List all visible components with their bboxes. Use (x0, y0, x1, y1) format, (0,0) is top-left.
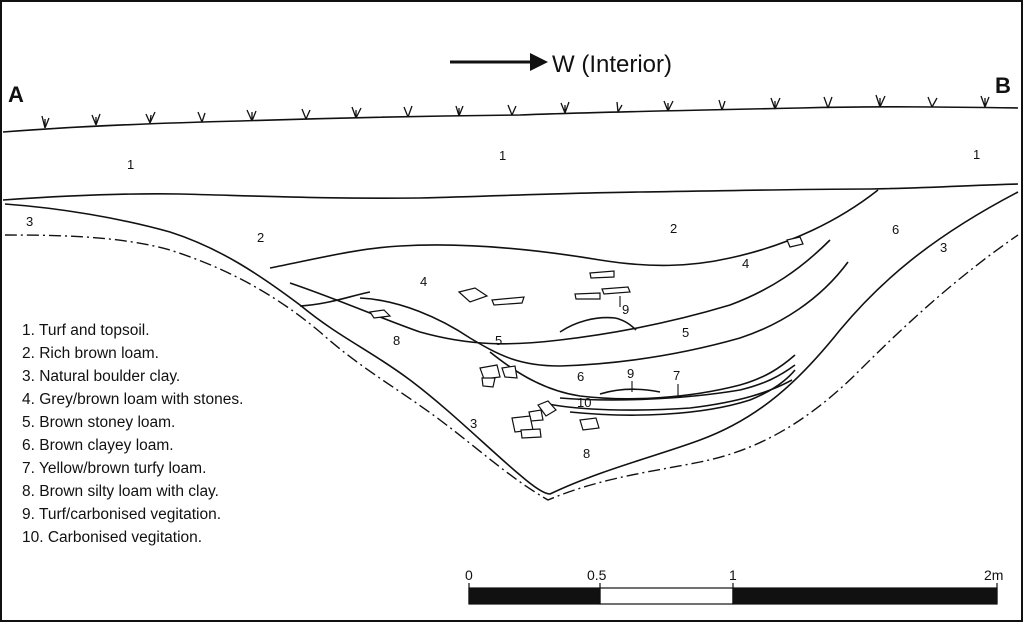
natural-clay-boundary (4, 234, 1019, 501)
legend-item: 2. Rich brown loam. (22, 345, 159, 362)
corner-label-b: B (995, 73, 1011, 98)
layer-4-base (289, 239, 831, 345)
legend-item: 6. Brown clayey loam. (22, 437, 174, 454)
scale-segment (732, 587, 998, 605)
layer-label-top-mid: 1 (499, 148, 506, 163)
legend-item: 1. Turf and topsoil. (22, 322, 150, 339)
layer-8-left-top (299, 291, 371, 307)
layer-7-base (559, 364, 796, 401)
scale-bar: 0 0.5 1 2m (465, 567, 1003, 605)
scale-tick-label: 0.5 (587, 567, 607, 583)
legend-item: 9. Turf/carbonised vegitation. (22, 506, 221, 523)
layer-label-l5-left: 5 (495, 333, 502, 348)
corner-label-a: A (8, 82, 24, 107)
scale-segment (468, 587, 601, 605)
layer-label-l10: 10 (577, 395, 591, 410)
layer-label-l5-right: 5 (682, 325, 689, 340)
direction-label: W (Interior) (552, 51, 672, 78)
cut-edge (4, 191, 1019, 495)
legend: 1. Turf and topsoil. 2. Rich brown loam.… (22, 322, 243, 546)
layer-9-lower-lens (599, 388, 661, 395)
layer-9-upper-lens (559, 316, 637, 333)
layer-label-l4-left: 4 (420, 274, 427, 289)
legend-item: 7. Yellow/brown turfy loam. (22, 460, 206, 477)
right-arrow-icon (450, 53, 548, 71)
layer-label-l3-right: 3 (940, 240, 947, 255)
legend-item: 4. Grey/brown loam with stones. (22, 391, 243, 408)
layer-label-l3-bottom: 3 (470, 416, 477, 431)
layer-label-l2-left: 2 (257, 230, 264, 245)
stones (368, 236, 804, 439)
layer-label-l3-topleft: 3 (26, 214, 33, 229)
legend-item: 3. Natural boulder clay. (22, 368, 180, 385)
scale-tick-label: 1 (729, 567, 737, 583)
layer-label-l6-right: 6 (892, 222, 899, 237)
legend-item: 5. Brown stoney loam. (22, 414, 175, 431)
scale-segment (599, 587, 734, 605)
layer-6-base (489, 351, 796, 400)
layer-label-l9-upper: 9 (622, 302, 629, 317)
ground-surface-line (2, 106, 1019, 133)
layer-label-l6-mid: 6 (577, 369, 584, 384)
layer-label-l7: 7 (673, 368, 680, 383)
layer-1-base (2, 183, 1019, 201)
layer-label-l2-right: 2 (670, 221, 677, 236)
grass-tufts (41, 94, 990, 129)
layer-2-base (269, 189, 879, 269)
legend-item: 10. Carbonised vegitation. (22, 529, 202, 546)
layer-8-top (569, 369, 796, 416)
layer-label-top-right: 1 (973, 147, 980, 162)
layer-label-l4-right: 4 (742, 256, 749, 271)
layer-label-top-left: 1 (127, 157, 134, 172)
layer-label-l8-bottom: 8 (583, 446, 590, 461)
scale-tick-label: 0 (465, 567, 473, 583)
layer-label-l9-lower: 9 (627, 366, 634, 381)
layer-label-l8-left: 8 (393, 333, 400, 348)
legend-item: 8. Brown silty loam with clay. (22, 483, 219, 500)
scale-tick-label: 2m (984, 567, 1003, 583)
layer-5-base (359, 261, 849, 367)
